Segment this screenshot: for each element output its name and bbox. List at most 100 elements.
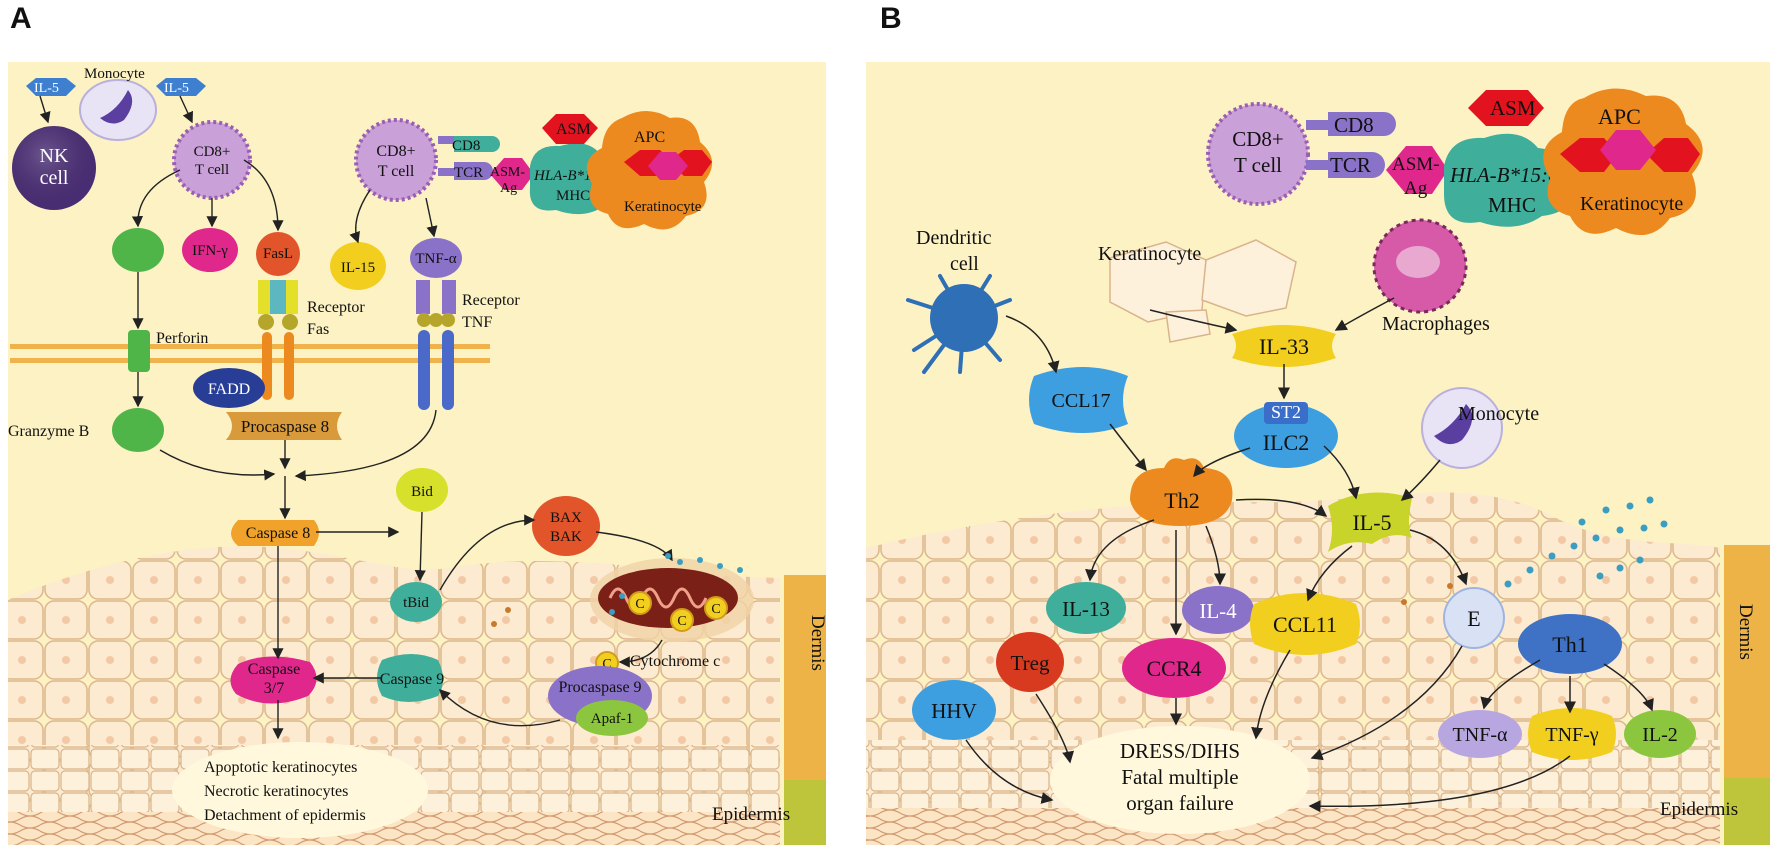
svg-text:C: C — [677, 614, 686, 629]
svg-text:Ag: Ag — [500, 181, 517, 196]
apoptosis-outcome: Apoptotic keratinocytes Necrotic keratin… — [172, 742, 428, 838]
granzyme-b: Granzyme B — [8, 408, 164, 452]
caspase-3-7: Caspase 3/7 — [230, 656, 317, 704]
svg-text:IL-2: IL-2 — [1642, 724, 1678, 746]
svg-text:C: C — [635, 597, 644, 612]
svg-text:Dendritic: Dendritic — [916, 227, 992, 249]
svg-text:Detachment of epidermis: Detachment of epidermis — [204, 807, 366, 824]
eosinophil-granules — [1504, 496, 1668, 588]
asm-b: ASM — [1468, 90, 1544, 126]
svg-text:TCR: TCR — [1330, 153, 1371, 177]
svg-text:FasL: FasL — [263, 246, 293, 262]
panel-b-letter: B — [880, 2, 902, 35]
svg-text:ILC2: ILC2 — [1263, 430, 1309, 455]
il-13: IL-13 — [1046, 582, 1126, 634]
ccr4: CCR4 — [1122, 638, 1226, 698]
panel-a: A Dermis Epidermis IL-5 Monocyte IL-5 — [8, 2, 828, 845]
il-4: IL-4 — [1182, 586, 1254, 634]
apc-keratinocyte-a: APC Keratinocyte — [586, 111, 713, 230]
tcr-a: TCR — [438, 162, 493, 181]
asm-ag-b: ASM- Ag — [1386, 146, 1448, 199]
panel-b-arrows — [965, 297, 1654, 813]
il5-right: IL-5 — [156, 78, 206, 96]
dot-a-1 — [491, 621, 497, 627]
dress-outcome: DRESS/DIHS Fatal multiple organ failure — [1050, 726, 1310, 834]
asm-a: ASM — [542, 114, 598, 144]
svg-text:Monocyte: Monocyte — [84, 66, 145, 82]
svg-text:IL-33: IL-33 — [1259, 334, 1309, 359]
monocyte-b: Monocyte — [1421, 387, 1539, 469]
cd8-receptor-b: CD8 — [1306, 112, 1396, 137]
svg-text:IL-5: IL-5 — [34, 81, 59, 96]
svg-text:Bid: Bid — [411, 484, 433, 500]
svg-text:cell: cell — [40, 167, 69, 189]
svg-text:TNF-α: TNF-α — [1453, 724, 1508, 746]
cytochrome-c-2: C — [670, 608, 694, 632]
panel-a-arrows — [39, 95, 673, 740]
dot-b-2 — [1447, 583, 1453, 589]
svg-text:3/7: 3/7 — [264, 680, 284, 697]
svg-text:Keratinocyte: Keratinocyte — [624, 199, 702, 215]
svg-text:IL-13: IL-13 — [1062, 597, 1110, 621]
tnf-receptor: Receptor TNF — [416, 280, 520, 410]
panel-b-epidermis-bar — [1724, 778, 1770, 845]
svg-text:Receptor: Receptor — [462, 292, 520, 309]
svg-text:tBid: tBid — [403, 595, 429, 611]
panel-b-dermal-fibers — [866, 808, 1720, 845]
mitochondrion: C C C — [590, 558, 754, 642]
cytochrome-c-3: C — [704, 596, 728, 620]
asm-ag-a: ASM- Ag — [490, 158, 534, 196]
svg-text:CCL17: CCL17 — [1052, 390, 1111, 412]
tnf-alpha: TNF-α — [410, 238, 462, 278]
ifn-gamma: IFN-γ — [182, 228, 238, 272]
svg-text:Cytochrome c: Cytochrome c — [630, 653, 720, 670]
svg-text:IFN-γ: IFN-γ — [192, 243, 228, 259]
svg-text:BAK: BAK — [550, 529, 582, 545]
tcr-b: TCR — [1306, 152, 1385, 178]
il-15: IL-15 — [330, 242, 386, 290]
svg-text:TNF-γ: TNF-γ — [1545, 724, 1598, 746]
svg-text:C: C — [711, 602, 720, 617]
keratinocyte-cells: Keratinocyte — [1098, 239, 1297, 343]
svg-text:ASM: ASM — [556, 121, 591, 138]
svg-text:DRESS/DIHS: DRESS/DIHS — [1120, 739, 1240, 763]
fasl: FasL — [256, 232, 300, 276]
macrophage: Macrophages — [1372, 218, 1490, 335]
svg-text:HHV: HHV — [931, 699, 977, 723]
perforin: Perforin — [128, 330, 208, 372]
svg-text:CCR4: CCR4 — [1146, 656, 1201, 681]
svg-text:FADD: FADD — [208, 381, 250, 398]
svg-text:T cell: T cell — [378, 163, 415, 180]
panel-a-letter: A — [10, 2, 32, 35]
panel-a-dermis-bar — [784, 575, 826, 780]
svg-text:Apaf-1: Apaf-1 — [591, 711, 633, 727]
cytochrome-c-1: C — [628, 591, 652, 615]
cd8-t-cell-b: CD8+ T cell — [1206, 102, 1310, 206]
fas-receptor: Receptor Fas — [258, 280, 365, 400]
panel-a-epidermis-label: Epidermis — [712, 804, 790, 825]
svg-text:Keratinocyte: Keratinocyte — [1098, 243, 1201, 265]
svg-text:Macrophages: Macrophages — [1382, 313, 1490, 335]
svg-text:MHC: MHC — [1488, 193, 1536, 217]
fadd: FADD — [193, 368, 265, 408]
membrane-upper — [10, 344, 490, 349]
dendritic-cell: Dendritic cell — [906, 227, 1012, 374]
panel-b-epidermis-label: Epidermis — [1660, 799, 1738, 820]
svg-text:T cell: T cell — [195, 162, 229, 178]
cd8-receptor-a: CD8 — [438, 136, 500, 154]
cytochrome-particles — [609, 553, 743, 615]
svg-text:MHC: MHC — [556, 188, 590, 204]
svg-text:Caspase 9: Caspase 9 — [380, 671, 444, 688]
svg-text:IL-15: IL-15 — [341, 260, 375, 276]
nk-cell: NK cell — [12, 126, 96, 210]
panel-b-dermis-bar — [1724, 545, 1770, 778]
treg: Treg — [996, 632, 1064, 692]
ilc2: ST2 ILC2 — [1234, 402, 1338, 468]
svg-text:Th1: Th1 — [1552, 632, 1587, 657]
apaf-1: Apaf-1 — [576, 700, 648, 736]
svg-text:IL-5: IL-5 — [1352, 510, 1391, 535]
ccl17: CCL17 — [1029, 367, 1128, 433]
svg-text:Granzyme B: Granzyme B — [8, 423, 89, 440]
svg-text:E: E — [1467, 606, 1480, 631]
